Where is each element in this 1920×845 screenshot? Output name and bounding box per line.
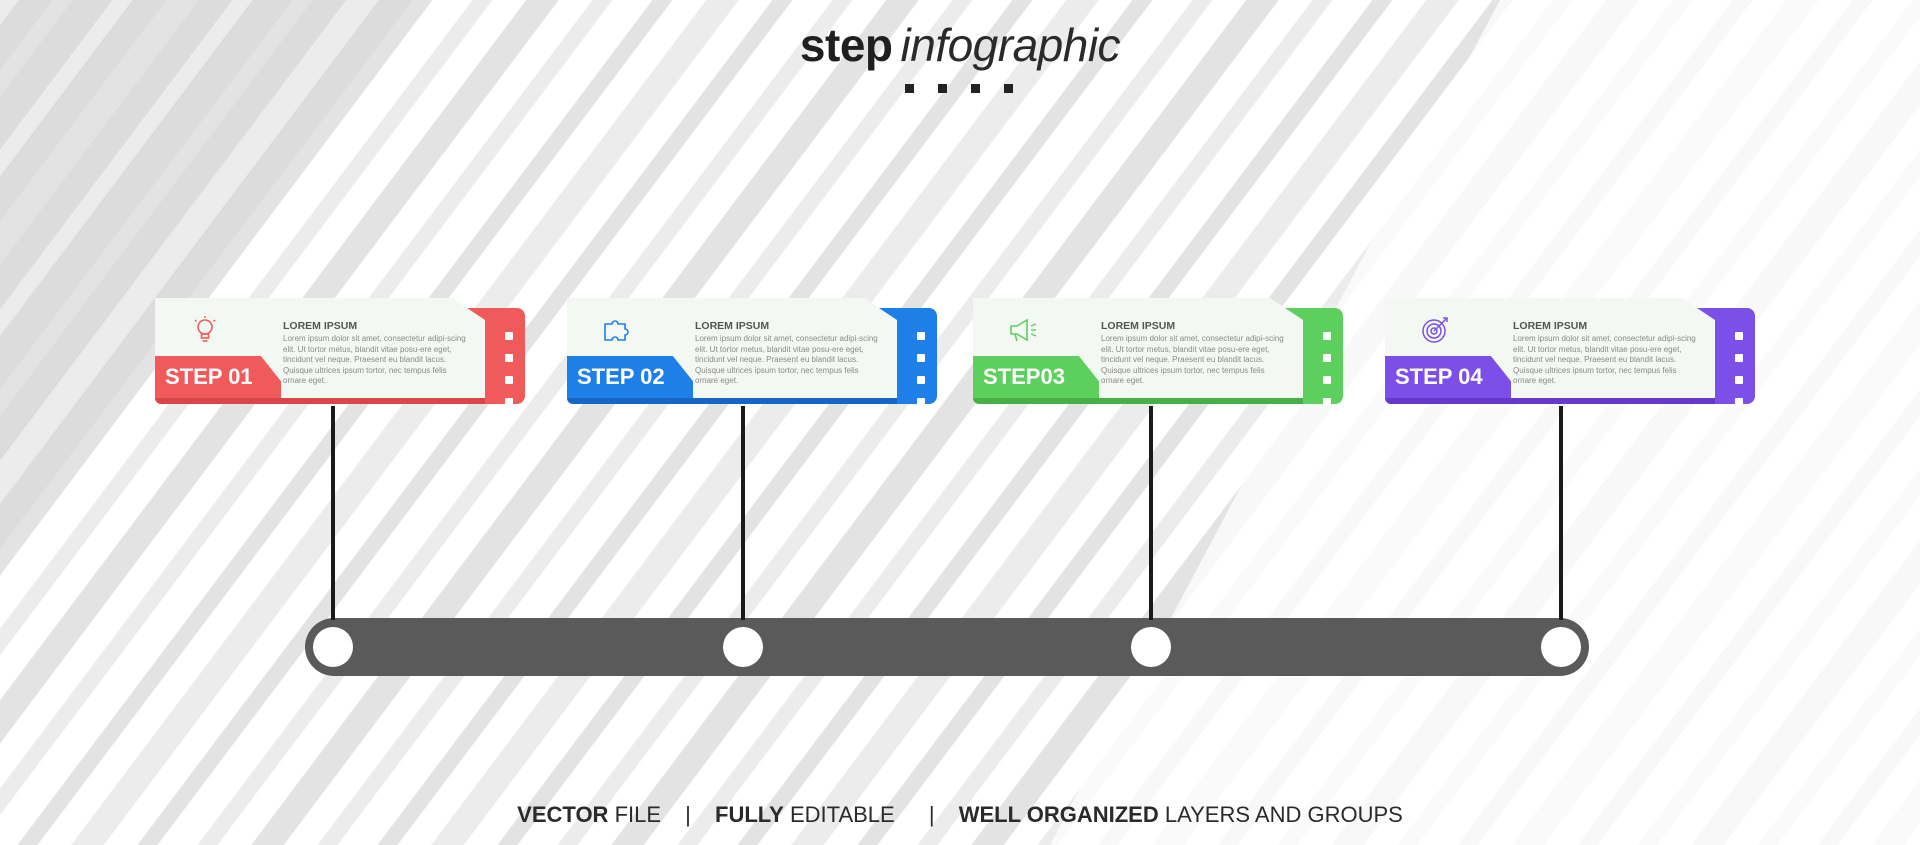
timeline-track <box>305 618 1589 676</box>
step-card-4: STEP 04 LOREM IPSUM Lorem ipsum dolor si… <box>1385 298 1755 406</box>
step-heading: LOREM IPSUM <box>1513 320 1588 332</box>
footer-part3-bold: WELL ORGANIZED <box>958 802 1159 827</box>
target-icon <box>1422 317 1448 343</box>
step-card-strip <box>155 396 485 404</box>
footer-caption: VECTOR FILE | FULLY EDITABLE | WELL ORGA… <box>0 802 1920 828</box>
timeline-node <box>1541 627 1581 667</box>
megaphone-icon <box>1010 318 1037 342</box>
step-body: Lorem ipsum dolor sit amet, consectetur … <box>695 334 878 385</box>
footer-part1-rest: FILE <box>608 802 662 827</box>
step-card-3: STEP03 LOREM IPSUM Lorem ipsum dolor sit… <box>973 298 1343 406</box>
step-card-strip <box>567 396 897 404</box>
footer-part2-rest: EDITABLE <box>783 802 895 827</box>
footer-part2-bold: FULLY <box>715 802 784 827</box>
puzzle-icon <box>604 320 629 341</box>
tab-dots <box>505 332 513 406</box>
step-body: Lorem ipsum dolor sit amet, consectetur … <box>1513 334 1696 385</box>
step-label: STEP03 <box>973 356 1099 398</box>
tab-dots <box>1735 332 1743 406</box>
title-dots <box>905 84 1015 94</box>
step-heading: LOREM IPSUM <box>1101 320 1176 332</box>
footer-part1-bold: VECTOR <box>517 802 609 827</box>
lightbulb-icon <box>194 316 216 342</box>
step-label: STEP 02 <box>567 356 693 398</box>
timeline-node <box>313 627 353 667</box>
timeline-node <box>1131 627 1171 667</box>
step-card-strip <box>1385 396 1715 404</box>
step-label: STEP 04 <box>1385 356 1511 398</box>
tab-dots <box>1323 332 1331 406</box>
step-card-strip <box>973 396 1303 404</box>
step-body: Lorem ipsum dolor sit amet, consectetur … <box>283 334 466 385</box>
step-body: Lorem ipsum dolor sit amet, consectetur … <box>1101 334 1284 385</box>
title-bold: step <box>799 19 893 71</box>
footer-separator: | <box>685 802 691 827</box>
step-card-1: STEP 01 LOREM IPSUM Lorem ipsum dolor si… <box>155 298 525 406</box>
step-card-2: STEP 02 LOREM IPSUM Lorem ipsum dolor si… <box>567 298 937 406</box>
footer-separator: | <box>928 802 935 827</box>
title-light: infographic <box>900 19 1121 71</box>
step-label: STEP 01 <box>155 356 281 398</box>
step-heading: LOREM IPSUM <box>695 320 770 332</box>
timeline-node <box>723 627 763 667</box>
tab-dots <box>917 332 925 406</box>
step-heading: LOREM IPSUM <box>283 320 358 332</box>
footer-part3-rest: LAYERS AND GROUPS <box>1158 802 1403 827</box>
